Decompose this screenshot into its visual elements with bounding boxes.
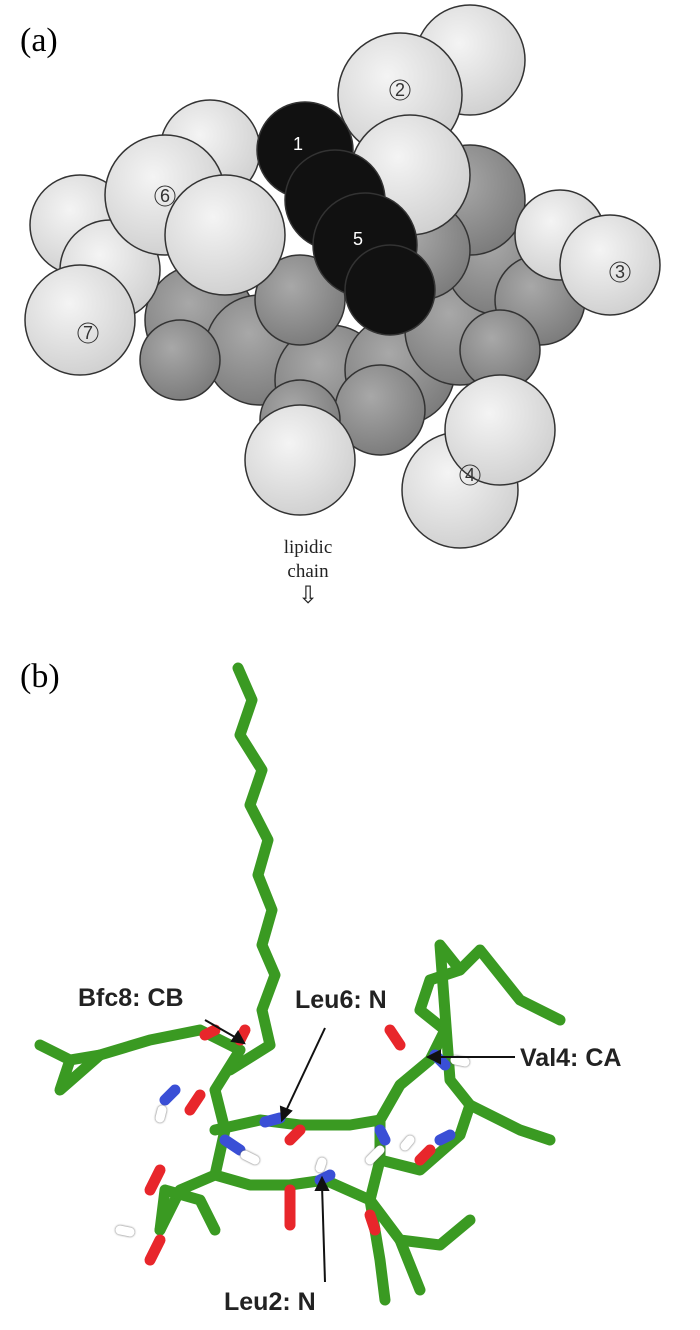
lipidic-chain-annotation: lipidic chain ⇩ [258, 536, 358, 608]
panel-a-label: (a) [20, 22, 58, 59]
atom-number-6: 6 [160, 186, 170, 206]
atom-number-4: 4 [465, 465, 475, 485]
space-filling-model: 2 6 3 7 4 1 5 [24, 4, 661, 549]
atom-label-leu6-n: Leu6: N [295, 986, 387, 1014]
panel-b-label: (b) [20, 658, 60, 695]
down-arrow-icon: ⇩ [297, 583, 319, 609]
atom-number-2: 2 [395, 80, 405, 100]
atom-label-leu2-n: Leu2: N [224, 1288, 316, 1316]
atom-label-bfc8-cb: Bfc8: CB [78, 984, 184, 1012]
annotation-line-1: lipidic [283, 537, 333, 558]
atom-number-3: 3 [615, 262, 625, 282]
atom-label-val4-ca: Val4: CA [520, 1044, 622, 1072]
atom-number-5: 5 [353, 229, 363, 249]
atom-number-1: 1 [293, 134, 303, 154]
atom-number-7: 7 [83, 323, 93, 343]
annotation-line-2: chain [287, 561, 329, 582]
